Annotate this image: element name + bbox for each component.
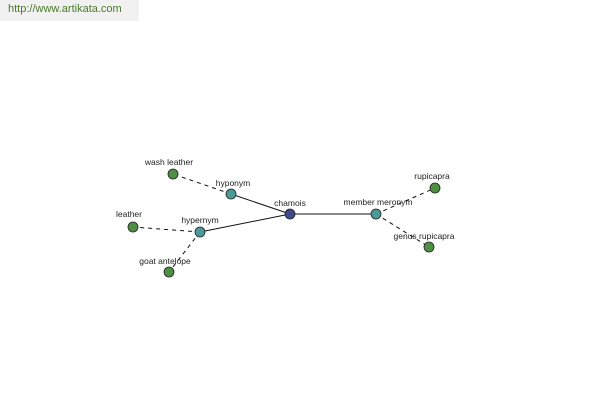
label-hypernym[interactable]: hypernym <box>181 215 218 225</box>
graph-nodes <box>127 168 441 278</box>
edge-hypernym-goat-antelope <box>168 231 201 273</box>
edge-chamois-hypernym <box>199 213 291 233</box>
label-chamois[interactable]: chamois <box>274 198 306 208</box>
label-rupicapra[interactable]: rupicapra <box>414 171 450 181</box>
edge-hypernym-leather <box>132 226 201 233</box>
node-leather[interactable] <box>127 221 139 233</box>
node-wash-leather[interactable] <box>167 168 179 180</box>
edge-hyponym-wash-leather <box>172 173 232 195</box>
url-text[interactable]: http://www.artikata.com <box>8 3 122 15</box>
node-genus-rupicapra[interactable] <box>423 241 435 253</box>
edge-member-meronym-genus-rupicapra <box>375 213 430 248</box>
node-hyponym[interactable] <box>225 188 237 200</box>
node-chamois[interactable] <box>284 208 296 220</box>
label-member-meronym[interactable]: member meronym <box>344 197 413 207</box>
label-hyponym[interactable]: hyponym <box>216 178 251 188</box>
url-banner[interactable]: http://www.artikata.com <box>0 0 139 21</box>
graph-labels: chamois hyponym hypernym member meronym wash… <box>116 157 455 266</box>
node-hypernym[interactable] <box>194 226 206 238</box>
node-member-meronym[interactable] <box>370 208 382 220</box>
label-goat-antelope[interactable]: goat antelope <box>139 256 191 266</box>
node-goat-antelope[interactable] <box>163 266 175 278</box>
label-genus-rupicapra[interactable]: genus rupicapra <box>394 231 455 241</box>
graph-edges <box>132 173 436 273</box>
node-rupicapra[interactable] <box>429 182 441 194</box>
label-leather[interactable]: leather <box>116 209 142 219</box>
edge-member-meronym-rupicapra <box>375 187 436 215</box>
edge-chamois-hyponym <box>230 193 291 215</box>
label-wash-leather[interactable]: wash leather <box>144 157 193 167</box>
